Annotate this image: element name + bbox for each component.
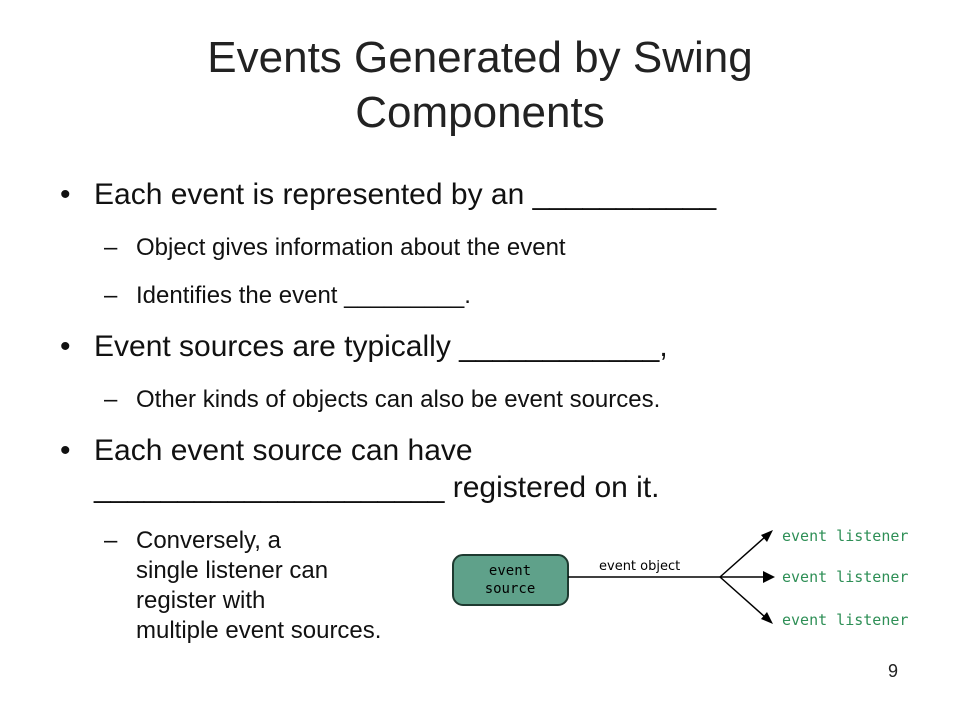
arrow-line-top: [719, 536, 766, 578]
event-diagram: event source event object event listener…: [452, 527, 908, 629]
event-source-label-line-2: source: [485, 581, 536, 597]
sub-item: – Object gives information about the eve…: [104, 233, 566, 263]
bullet-dot: •: [60, 178, 71, 211]
event-source-box: [452, 554, 569, 606]
sub-dash: –: [104, 234, 118, 261]
sub-text-line-3: register with: [136, 587, 266, 614]
event-source-label-line-1: event: [489, 563, 531, 579]
bullet-text-line-1: Each event source can have: [94, 434, 473, 467]
event-listener-label: event listener: [782, 568, 908, 586]
sub-text-line-1: Conversely, a: [136, 527, 281, 554]
slide-title: Events Generated by Swing Components: [0, 30, 960, 140]
event-listener-label: event listener: [782, 527, 908, 545]
sub-text: Object gives information about the event: [136, 234, 566, 261]
bullet-item: • Each event is represented by an ______…: [60, 176, 717, 213]
bullet-text-line-2: _____________________ registered on it.: [94, 471, 660, 504]
sub-dash: –: [104, 386, 118, 413]
sub-item: – Other kinds of objects can also be eve…: [104, 385, 661, 415]
arrowhead-bottom-icon: [761, 612, 773, 624]
slide-title-line-1: Events Generated by Swing: [207, 33, 753, 82]
bullet-text: Event sources are typically ____________…: [94, 330, 668, 363]
arrowhead-middle-icon: [763, 571, 775, 583]
bullet-item: • Each event source can have ___________…: [60, 432, 660, 506]
arrow-line-bottom: [719, 576, 766, 618]
sub-text-line-2: single listener can: [136, 557, 329, 584]
sub-item: – Conversely, a single listener can regi…: [104, 526, 382, 646]
sub-dash: –: [104, 527, 118, 554]
event-listener-label: event listener: [782, 611, 908, 629]
arrowhead-top-icon: [761, 530, 773, 542]
bullet-text: Each event is represented by an ________…: [94, 178, 717, 211]
slide-title-line-2: Components: [355, 88, 605, 137]
event-object-label: event object: [599, 559, 680, 574]
bullet-item: • Event sources are typically __________…: [60, 328, 668, 365]
sub-text: Identifies the event _________.: [136, 282, 471, 309]
sub-item: – Identifies the event _________.: [104, 281, 471, 311]
bullet-dot: •: [60, 434, 71, 467]
sub-text: Other kinds of objects can also be event…: [136, 386, 661, 413]
page-number: 9: [888, 661, 899, 681]
bullet-dot: •: [60, 330, 71, 363]
sub-dash: –: [104, 282, 118, 309]
sub-text-line-4: multiple event sources.: [136, 617, 382, 644]
